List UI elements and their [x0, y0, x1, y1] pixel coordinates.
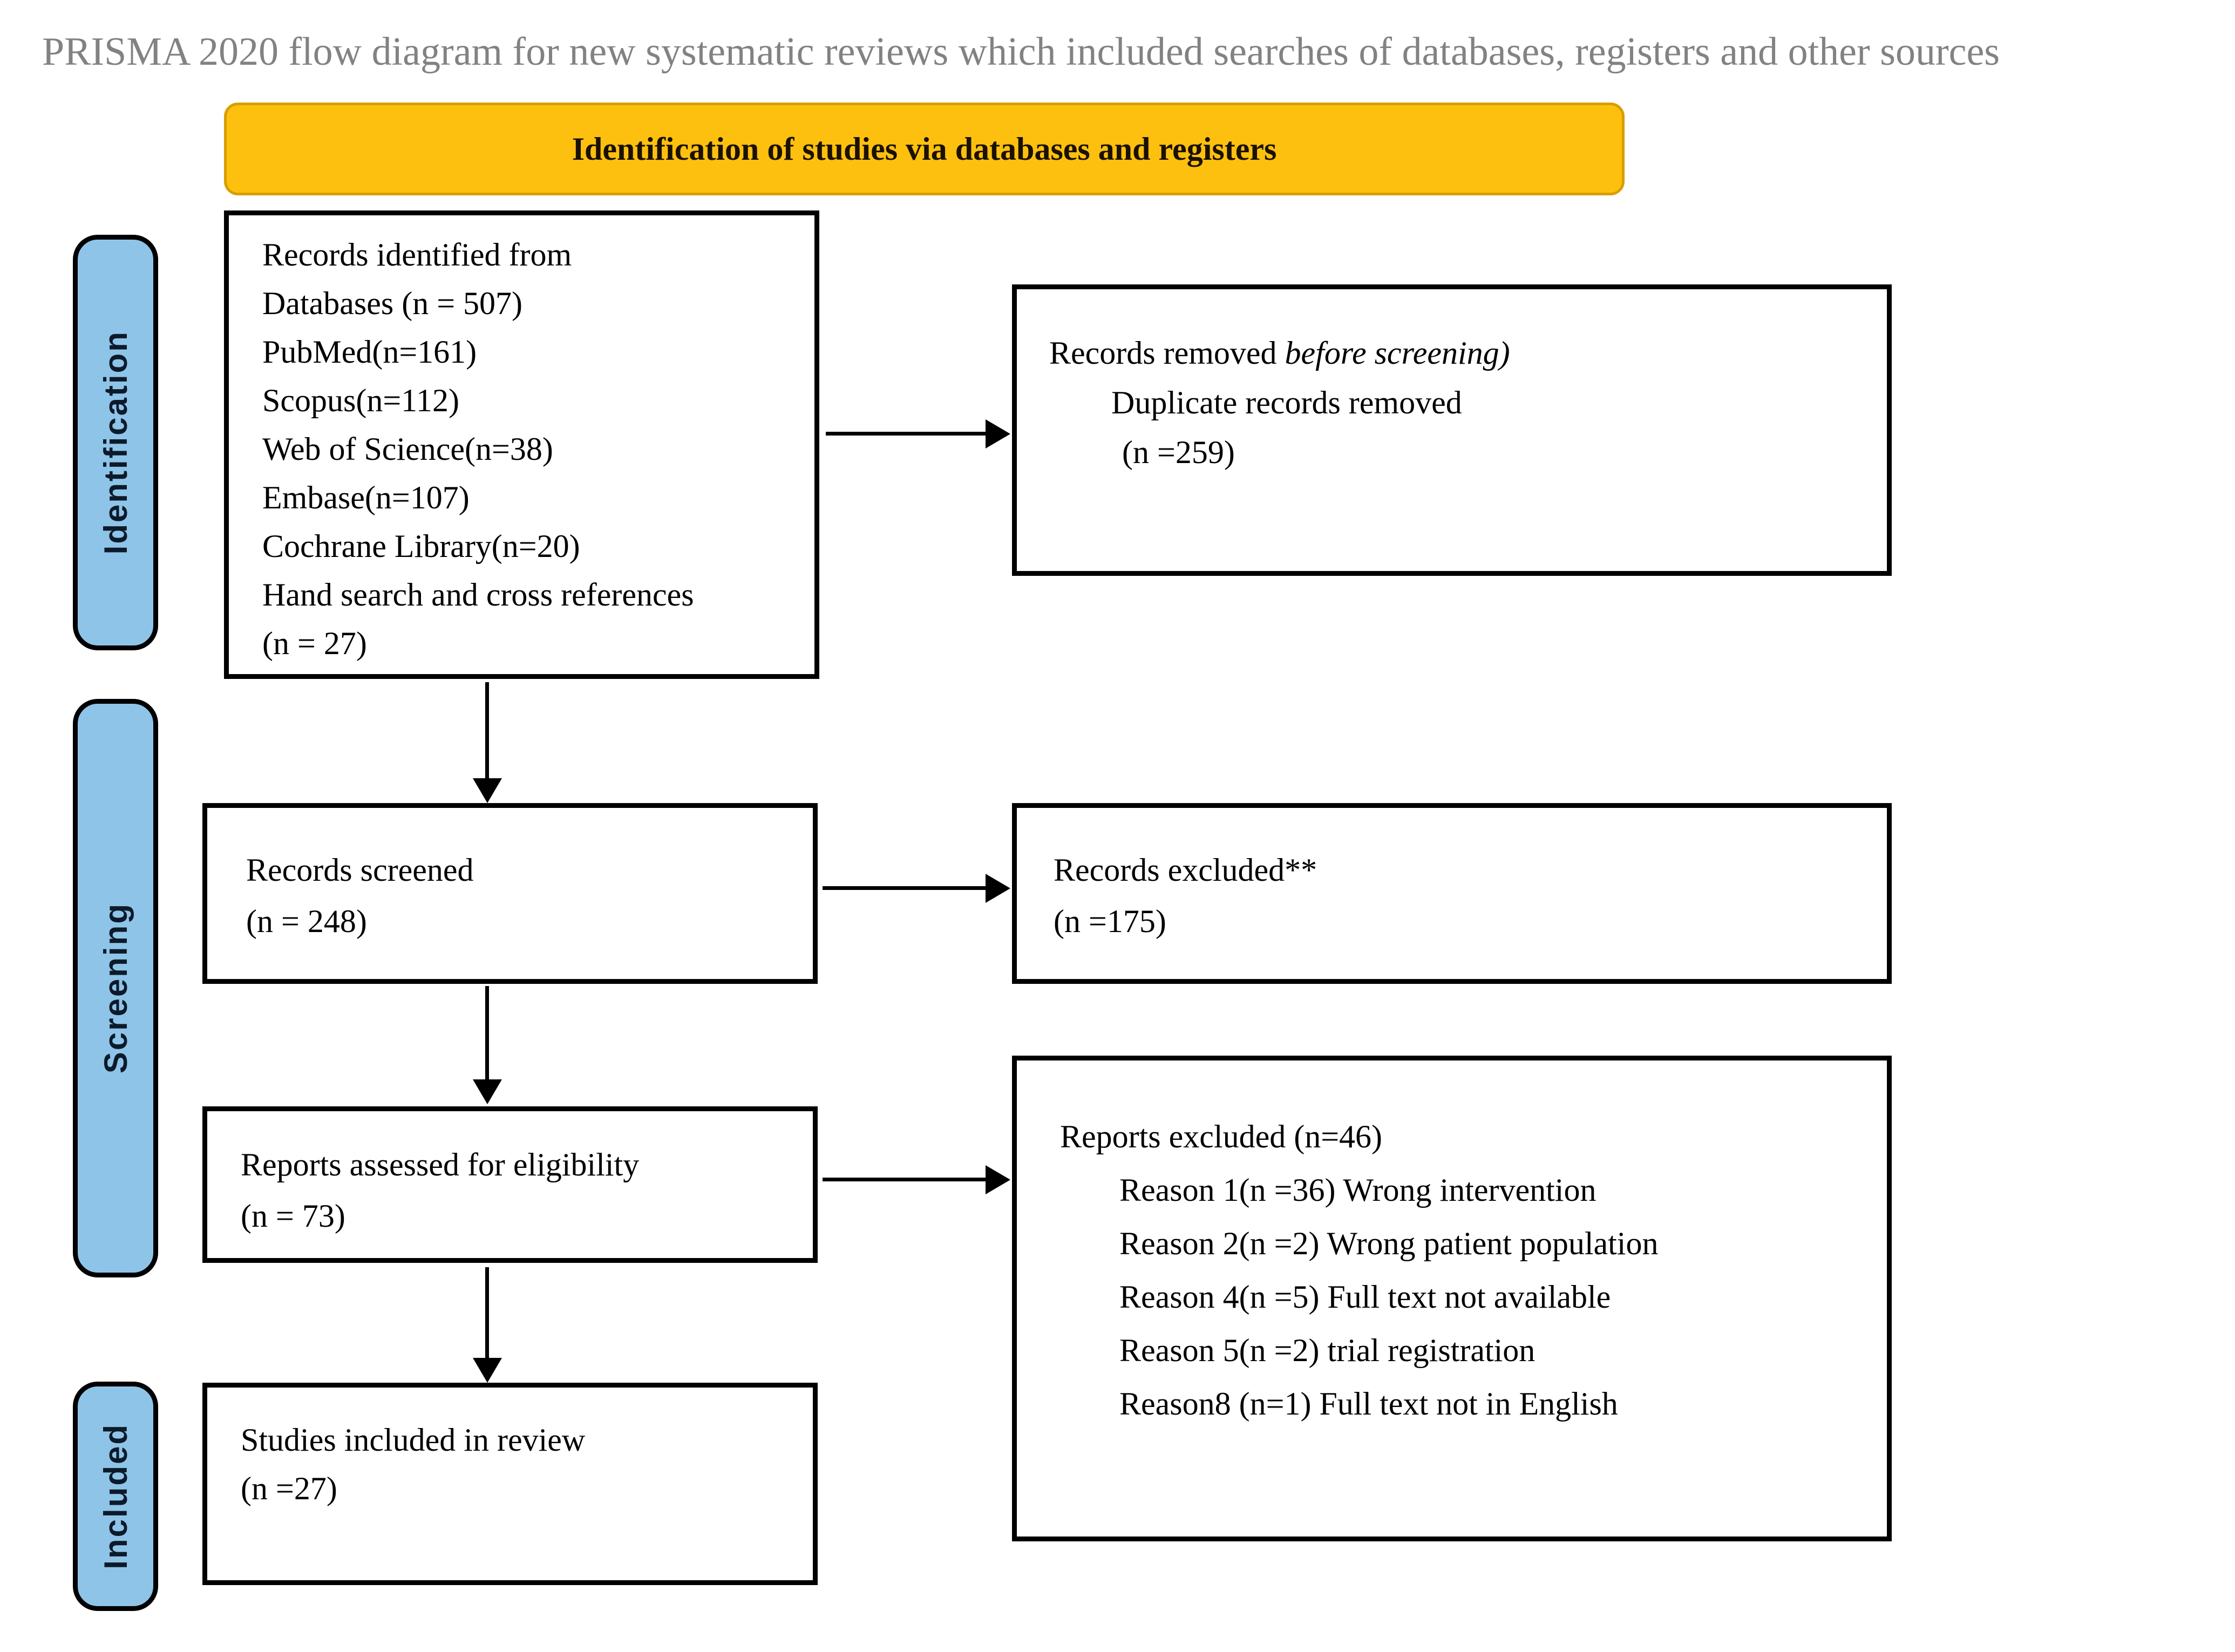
records-identified-line: Cochrane Library(n=20) [262, 528, 580, 564]
box-records-screened: Records screened (n = 248) [202, 803, 818, 984]
records-removed-line1-text: Records removed [1049, 335, 1285, 371]
stage-tab-included: Included [73, 1382, 158, 1611]
records-identified-line: Databases (n = 507) [262, 285, 523, 321]
studies-included-label: Studies included in review [241, 1422, 586, 1458]
box-reports-excluded: Reports excluded (n=46) Reason 1(n =36) … [1012, 1056, 1892, 1541]
records-identified-line: Web of Science(n=38) [262, 431, 553, 467]
records-screened-label: Records screened [246, 852, 474, 888]
records-identified-line: Scopus(n=112) [262, 383, 459, 418]
records-removed-line1-italic: before screening) [1285, 335, 1510, 371]
reports-assessed-count: (n = 73) [241, 1198, 345, 1234]
records-excluded-count: (n =175) [1054, 903, 1166, 939]
box-records-identified: Records identified from Databases (n = 5… [224, 210, 819, 679]
records-identified-line: Embase(n=107) [262, 480, 470, 515]
reports-excluded-reason: Reason8 (n=1) Full text not in English [1119, 1386, 1618, 1422]
records-identified-line: PubMed(n=161) [262, 334, 477, 370]
box-studies-included: Studies included in review (n =27) [202, 1383, 818, 1585]
box-records-removed: Records removed before screening) Duplic… [1012, 284, 1892, 576]
box-records-excluded: Records excluded** (n =175) [1012, 803, 1892, 984]
banner-identification-via-databases: Identification of studies via databases … [224, 103, 1625, 195]
records-removed-line2: Duplicate records removed [1111, 385, 1462, 420]
records-removed-line1: Records removed before screening) [1049, 328, 1879, 378]
stage-tab-screening: Screening [73, 699, 158, 1277]
records-identified-line: Hand search and cross references [262, 577, 694, 613]
reports-excluded-reason: Reason 4(n =5) Full text not available [1119, 1279, 1611, 1315]
reports-excluded-header: Reports excluded (n=46) [1060, 1119, 1383, 1154]
reports-excluded-reason: Reason 1(n =36) Wrong intervention [1119, 1172, 1597, 1208]
arrow-screened-to-excluded [823, 886, 986, 890]
page-title: PRISMA 2020 flow diagram for new systema… [42, 30, 2000, 74]
stage-tab-identification: Identification [73, 235, 158, 650]
records-removed-count: (n =259) [1122, 434, 1235, 470]
records-identified-line: (n = 27) [262, 626, 367, 661]
studies-included-count: (n =27) [241, 1471, 337, 1506]
stage-tab-identification-label: Identification [97, 330, 134, 555]
box-reports-assessed: Reports assessed for eligibility (n = 73… [202, 1106, 818, 1263]
reports-excluded-reason: Reason 2(n =2) Wrong patient population [1119, 1226, 1659, 1261]
reports-assessed-label: Reports assessed for eligibility [241, 1147, 640, 1182]
arrow-identified-to-screened [485, 682, 489, 778]
arrow-identified-to-removed [826, 432, 986, 436]
arrow-screened-to-assessed [485, 986, 489, 1079]
arrow-assessed-to-reports-excluded [823, 1178, 986, 1181]
stage-tab-included-label: Included [97, 1423, 134, 1569]
stage-tab-screening-label: Screening [97, 902, 134, 1074]
reports-excluded-reason: Reason 5(n =2) trial registration [1119, 1333, 1536, 1368]
arrow-assessed-to-included [485, 1267, 489, 1358]
records-excluded-label: Records excluded** [1054, 852, 1317, 888]
banner-label: Identification of studies via databases … [572, 131, 1277, 167]
records-identified-line: Records identified from [262, 237, 572, 273]
records-screened-count: (n = 248) [246, 903, 367, 939]
